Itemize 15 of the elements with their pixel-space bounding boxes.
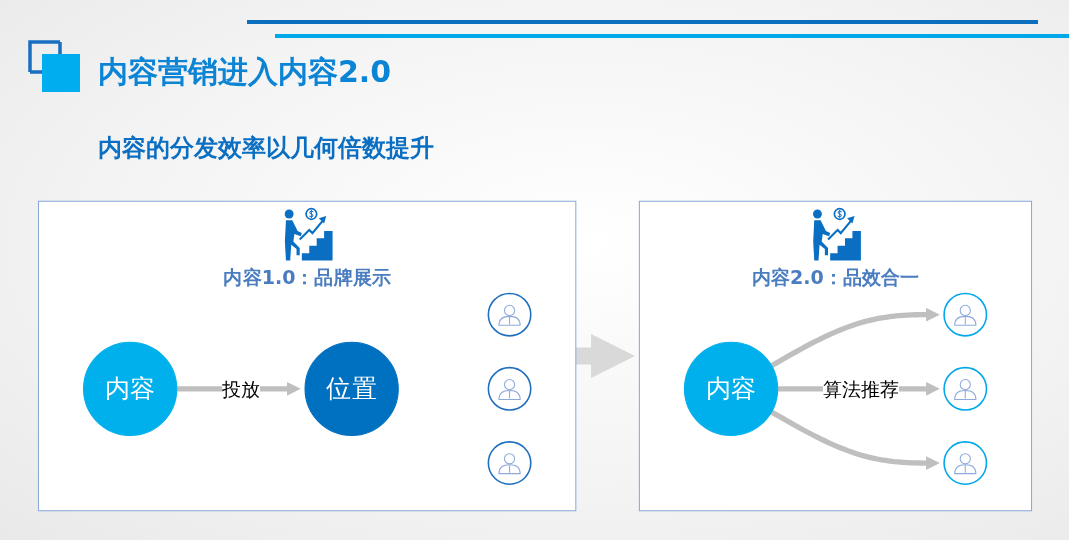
arrow (770, 409, 940, 470)
node-person (943, 366, 988, 411)
node-person (487, 441, 532, 486)
slide-title: 内容营销进入内容2.0 (98, 53, 392, 91)
edge-label: 算法推荐 (822, 377, 900, 400)
node-circle: 内容 (683, 341, 779, 436)
node-person (943, 441, 988, 486)
subtitle: 内容的分发效率以几何倍数提升 (98, 133, 434, 164)
node-person (943, 292, 988, 337)
node-circle: 位置 (304, 341, 399, 436)
node-circle: 内容 (83, 341, 178, 436)
arrow (770, 307, 940, 368)
edge-label: 投放 (221, 377, 260, 400)
node-person (487, 366, 532, 411)
node-person (487, 292, 532, 337)
